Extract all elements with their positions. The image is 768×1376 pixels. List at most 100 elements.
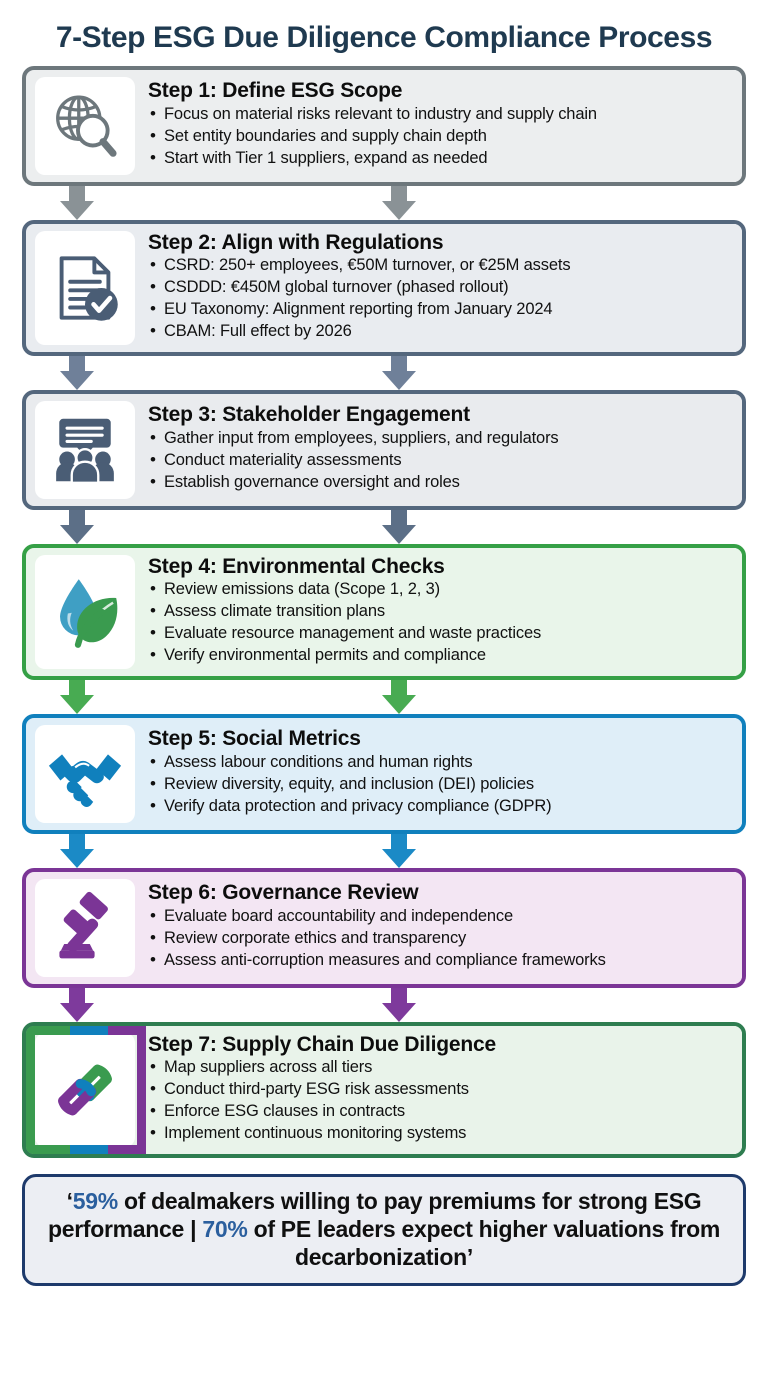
step-block-6: Step 6: Governance Review Evaluate board… [22,867,746,988]
list-item: Assess labour conditions and human right… [148,751,730,774]
step-card-7[interactable]: Step 7: Supply Chain Due Diligence Map s… [22,1021,746,1158]
arrow-down-icon [382,351,416,390]
arrow-down-icon [60,181,94,220]
list-item: Set entity boundaries and supply chain d… [148,125,730,148]
stripe-left-green [26,1025,35,1154]
quote-stat-1: 59% [72,1187,118,1214]
arrow-down-icon [60,675,94,714]
connector-4-to-5 [22,675,746,714]
list-item: Verify data protection and privacy compl… [148,795,730,818]
connector-5-to-6 [22,829,746,868]
list-item: Implement continuous monitoring systems [148,1122,730,1145]
list-item: CSRD: 250+ employees, €50M turnover, or … [148,254,730,277]
step-icon-column-5 [26,718,144,830]
step-title-4: Step 4: Environmental Checks [148,554,445,578]
list-item: Verify environmental permits and complia… [148,644,730,667]
list-item: CSDDD: €450M global turnover (phased rol… [148,276,730,299]
step-card-3[interactable]: Step 3: Stakeholder Engagement Gather in… [22,389,746,510]
arrow-down-icon [382,829,416,868]
list-item: Review corporate ethics and transparency [148,927,730,950]
quote-banner: ‘59% of dealmakers willing to pay premiu… [22,1173,746,1286]
step-title-5: Step 5: Social Metrics [148,727,361,751]
arrow-down-icon [382,505,416,544]
step-bullets-3: Gather input from employees, suppliers, … [148,427,730,494]
step-block-3: Step 3: Stakeholder Engagement Gather in… [22,389,746,510]
arrow-down-icon [60,983,94,1022]
step-block-2: Step 2: Align with Regulations CSRD: 250… [22,219,746,356]
step-block-1: Step 1: Define ESG Scope Focus on materi… [22,65,746,186]
quote-mid-2: of PE leaders expect higher valuations f… [247,1215,721,1270]
list-item: Evaluate board accountability and indepe… [148,905,730,928]
connector-3-to-4 [22,505,746,544]
step-card-5[interactable]: Step 5: Social Metrics Assess labour con… [22,713,746,834]
step-card-1[interactable]: Step 1: Define ESG Scope Focus on materi… [22,65,746,186]
arrow-down-icon [382,181,416,220]
stripe-gutter-purple [137,1025,146,1154]
step-title-2: Step 2: Align with Regulations [148,230,444,254]
arrow-down-icon [60,829,94,868]
list-item: EU Taxonomy: Alignment reporting from Ja… [148,298,730,321]
step-title-7: Step 7: Supply Chain Due Diligence [148,1032,496,1056]
list-item: Assess anti-corruption measures and comp… [148,949,730,972]
step-body-1: Step 1: Define ESG Scope Focus on materi… [144,69,742,182]
step-card-6[interactable]: Step 6: Governance Review Evaluate board… [22,867,746,988]
step-icon-column-1 [26,70,144,182]
list-item: Conduct third-party ESG risk assessments [148,1078,730,1101]
step-body-7: Step 7: Supply Chain Due Diligence Map s… [144,1025,742,1154]
step-icon-column-2 [26,224,144,352]
step-block-4: Step 4: Environmental Checks Review emis… [22,543,746,680]
step-icon-column-6 [26,872,144,984]
step-card-2[interactable]: Step 2: Align with Regulations CSRD: 250… [22,219,746,356]
step-body-3: Step 3: Stakeholder Engagement Gather in… [144,393,742,506]
step-icon-column-4 [26,548,144,676]
list-item: Conduct materiality assessments [148,449,730,472]
page-title: 7-Step ESG Due Diligence Compliance Proc… [55,21,713,54]
connector-1-to-2 [22,181,746,220]
arrow-down-icon [382,983,416,1022]
connector-6-to-7 [22,983,746,1022]
step-card-4[interactable]: Step 4: Environmental Checks Review emis… [22,543,746,680]
step-block-7: Step 7: Supply Chain Due Diligence Map s… [22,1021,746,1158]
list-item: Start with Tier 1 suppliers, expand as n… [148,147,730,170]
document-check-icon [35,230,135,345]
quote-close-mark: ’ [466,1243,473,1270]
step-icon-column-3 [26,394,144,506]
water-drop-leaf-icon [35,554,135,669]
step-bullets-2: CSRD: 250+ employees, €50M turnover, or … [148,254,730,343]
arrow-down-icon [382,675,416,714]
list-item: Review emissions data (Scope 1, 2, 3) [148,578,730,601]
list-item: Establish governance oversight and roles [148,471,730,494]
quote-mid-1: of dealmakers willing to pay premiums fo… [48,1187,702,1242]
list-item: CBAM: Full effect by 2026 [148,320,730,343]
list-item: Review diversity, equity, and inclusion … [148,773,730,796]
step-bullets-4: Review emissions data (Scope 1, 2, 3) As… [148,578,730,667]
list-item: Focus on material risks relevant to indu… [148,103,730,126]
globe-magnifier-icon [35,76,135,175]
step-block-5: Step 5: Social Metrics Assess labour con… [22,713,746,834]
connector-2-to-3 [22,351,746,390]
step-title-6: Step 6: Governance Review [148,881,419,905]
step-title-3: Step 3: Stakeholder Engagement [148,403,470,427]
step-bullets-1: Focus on material risks relevant to indu… [148,103,730,170]
handshake-icon [35,724,135,823]
list-item: Map suppliers across all tiers [148,1056,730,1079]
quote-text: ‘59% of dealmakers willing to pay premiu… [41,1187,727,1271]
list-item: Assess climate transition plans [148,600,730,623]
arrow-down-icon [60,351,94,390]
quote-open-mark: ‘ [66,1187,73,1214]
list-item: Evaluate resource management and waste p… [148,622,730,645]
step-bullets-7: Map suppliers across all tiers Conduct t… [148,1056,730,1145]
quote-stat-2: 70% [202,1215,248,1242]
step-bullets-5: Assess labour conditions and human right… [148,751,730,818]
list-item: Gather input from employees, suppliers, … [148,427,730,450]
step-title-1: Step 1: Define ESG Scope [148,79,403,103]
step-body-2: Step 2: Align with Regulations CSRD: 250… [144,223,742,352]
step-body-5: Step 5: Social Metrics Assess labour con… [144,717,742,830]
list-item: Enforce ESG clauses in contracts [148,1100,730,1123]
steps-flow: Step 1: Define ESG Scope Focus on materi… [0,65,768,1158]
step-body-4: Step 4: Environmental Checks Review emis… [144,547,742,676]
arrow-down-icon [60,505,94,544]
step-icon-column-7 [26,1026,144,1154]
step-body-6: Step 6: Governance Review Evaluate board… [144,871,742,984]
